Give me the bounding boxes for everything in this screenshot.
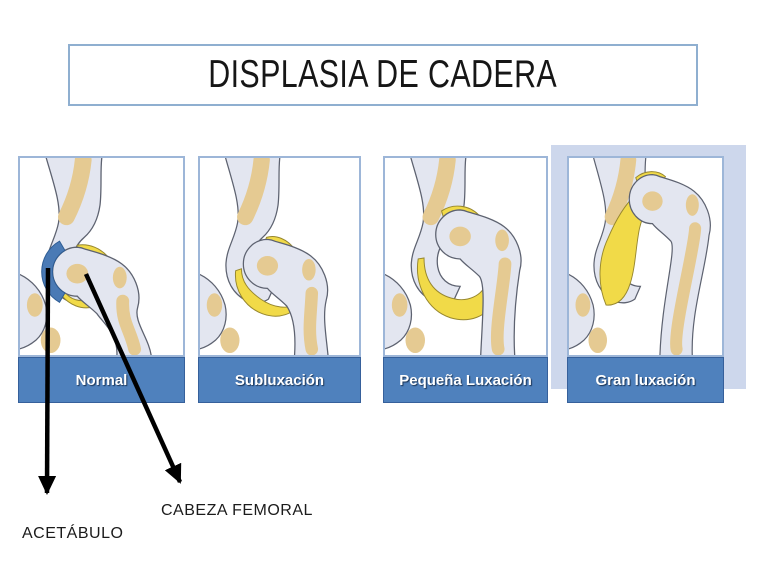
hip-illustration-gran-luxacion bbox=[567, 156, 724, 357]
hip-illustration-pequena-luxacion bbox=[383, 156, 548, 357]
hip-illustration-subluxacion bbox=[198, 156, 361, 357]
panel-normal: Normal bbox=[18, 156, 185, 403]
stage-label-band: Subluxación bbox=[198, 357, 361, 403]
title-box: DISPLASIA DE CADERA bbox=[68, 44, 698, 106]
label-acetabulo: ACETÁBULO bbox=[22, 525, 124, 542]
stage-label-band: Pequeña Luxación bbox=[383, 357, 548, 403]
panel-gran-luxacion: Gran luxación bbox=[567, 156, 724, 403]
label-cabeza-femoral: CABEZA FEMORAL bbox=[161, 502, 313, 519]
stage-label: Normal bbox=[75, 371, 128, 389]
stage-label: Gran luxación bbox=[595, 371, 696, 389]
stage-label: Pequeña Luxación bbox=[399, 371, 532, 389]
stage-label: Subluxación bbox=[234, 371, 325, 389]
panel-subluxacion: Subluxación bbox=[198, 156, 361, 403]
panel-pequena-luxacion: Pequeña Luxación bbox=[383, 156, 548, 403]
stage-label-band: Normal bbox=[18, 357, 185, 403]
stage-label-band: Gran luxación bbox=[567, 357, 724, 403]
page-title: DISPLASIA DE CADERA bbox=[208, 53, 558, 96]
hip-illustration-normal bbox=[18, 156, 185, 357]
